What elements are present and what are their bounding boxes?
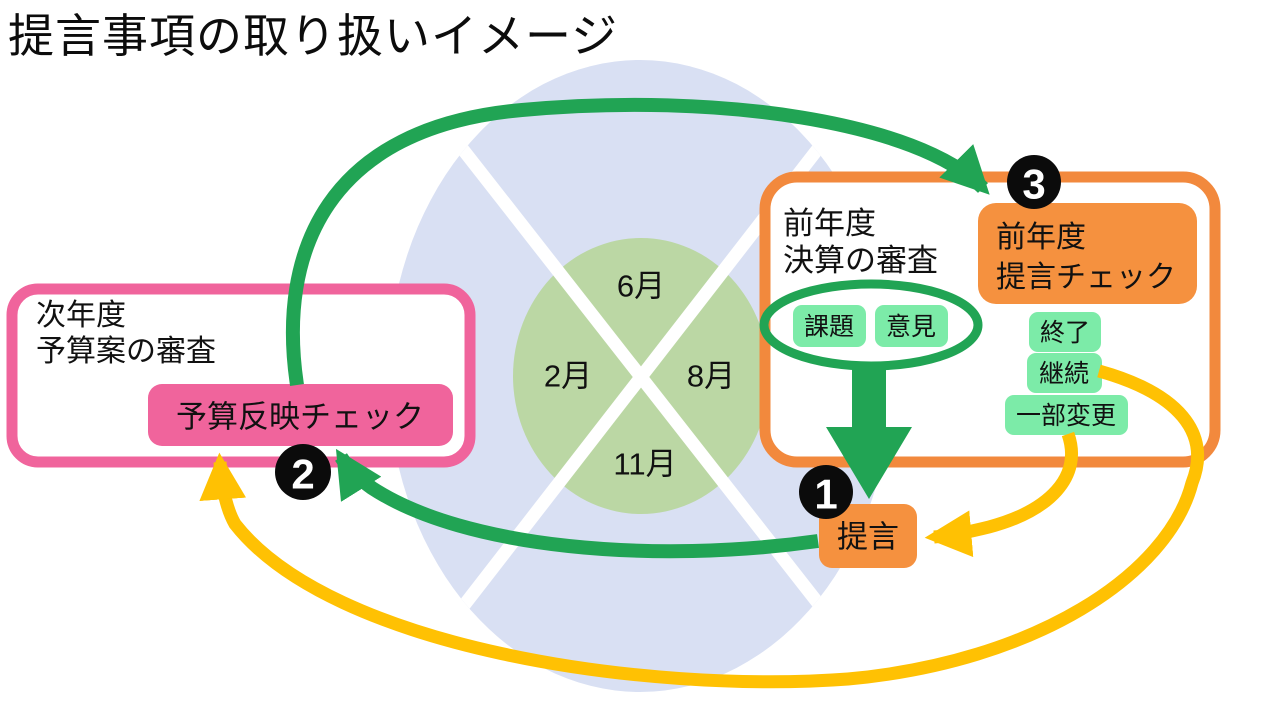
month-label-november: 11月 <box>613 447 676 482</box>
outcome-tag-partial-change-label: 一部変更 <box>1016 402 1116 430</box>
yellow-arrow-partial-change-to-proposal <box>924 431 1079 558</box>
yellow-arrow-continue-to-step2 <box>199 364 1205 689</box>
outcome-tag-continue <box>1027 353 1102 393</box>
budget-reflection-check-box <box>148 384 453 446</box>
prev-year-proposal-check-line1: 前年度 <box>996 221 1086 254</box>
opinion-tag <box>875 305 948 347</box>
outcome-tag-continue-label: 継続 <box>1039 360 1089 388</box>
prev-year-heading-line1: 前年度 <box>783 206 876 241</box>
step-circle-1 <box>799 465 853 519</box>
green-arrow-step2-to-step3 <box>285 97 990 387</box>
budget-reflection-check-label: 予算反映チェック <box>176 400 424 435</box>
next-year-heading-line2: 予算案の審査 <box>36 335 216 368</box>
issue-tag-label: 課題 <box>804 313 854 341</box>
outcome-tag-end <box>1029 312 1101 352</box>
opinion-tag-label: 意見 <box>886 313 936 341</box>
step-circle-3 <box>1007 155 1061 209</box>
prev-year-proposal-check-line2: 提言チェック <box>996 261 1176 294</box>
green-arrow-step1-to-step2 <box>335 448 819 559</box>
proposal-badge-label: 提言 <box>837 520 899 555</box>
proposal-badge <box>819 504 917 568</box>
prev-year-heading-line2: 決算の審査 <box>783 243 938 278</box>
issue-tag <box>793 305 866 347</box>
step-number-3: 3 <box>1022 161 1045 208</box>
step-number-2: 2 <box>291 451 314 498</box>
step-circle-2 <box>275 444 331 500</box>
month-label-june: 6月 <box>617 269 665 304</box>
outcome-tag-partial-change <box>1005 395 1128 435</box>
outcome-tag-end-label: 終了 <box>1040 319 1090 347</box>
prev-year-proposal-check-box <box>978 203 1197 304</box>
next-year-heading-line1: 次年度 <box>36 299 126 332</box>
slide-title: 提言事項の取り扱いイメージ <box>8 10 619 62</box>
step-number-1: 1 <box>814 471 837 518</box>
month-label-february: 2月 <box>544 359 592 394</box>
month-label-august: 8月 <box>687 359 735 394</box>
proposal-down-arrow <box>826 362 912 499</box>
